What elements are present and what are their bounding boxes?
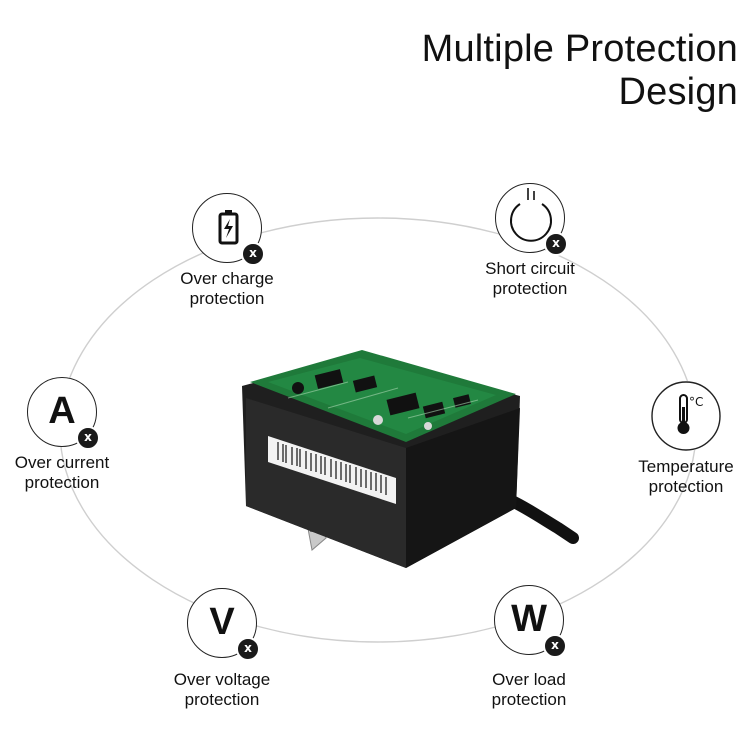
disabled-x-icon: x — [543, 634, 567, 658]
feature-short-circuit: x Short circuit protection — [450, 183, 610, 299]
feature-over-current: A x Over current protection — [0, 377, 142, 493]
feature-over-voltage: V x Over voltage protection — [142, 588, 302, 710]
feature-label: Short circuit protection — [450, 259, 610, 299]
feature-label: Over charge protection — [147, 269, 307, 309]
ampere-glyph: A — [48, 390, 76, 432]
label-line-1: Over voltage — [173, 670, 271, 689]
disabled-x-icon: x — [241, 242, 265, 266]
feature-over-charge: x Over charge protection — [147, 193, 307, 309]
battery-icon — [218, 210, 239, 245]
feature-label: Over load protection — [449, 670, 609, 710]
label-line-1: Short circuit — [485, 259, 575, 278]
celsius-unit: °C — [689, 395, 704, 409]
label-line-2: protection — [492, 279, 568, 298]
feature-label: Over voltage protection — [142, 670, 302, 710]
label-line-2: protection — [24, 473, 100, 492]
watt-icon: W x — [494, 585, 567, 658]
power-icon-circle: x — [495, 183, 568, 256]
disabled-x-icon: x — [76, 426, 100, 450]
battery-icon-circle: x — [192, 193, 265, 266]
disabled-x-icon: x — [236, 637, 260, 661]
volt-glyph: V — [209, 601, 235, 643]
label-line-2: protection — [184, 690, 260, 709]
label-line-1: Over charge — [180, 269, 274, 288]
feature-label: Temperature protection — [606, 457, 750, 497]
ampere-icon: A x — [27, 377, 100, 450]
disabled-x-icon: x — [544, 232, 568, 256]
volt-icon: V x — [187, 588, 260, 661]
label-line-2: protection — [648, 477, 724, 496]
label-line-2: protection — [491, 690, 567, 709]
title-line-2: Design — [618, 71, 738, 113]
feature-temperature: °C Temperature protection — [606, 381, 750, 497]
thermometer-icon-circle: °C — [651, 381, 721, 451]
feature-label: Over current protection — [0, 453, 142, 493]
thermometer-icon — [651, 381, 721, 451]
title-line-1: Multiple Protection — [421, 28, 738, 70]
label-line-1: Over current — [14, 453, 110, 472]
label-line-1: Temperature — [638, 457, 734, 476]
label-line-2: protection — [189, 289, 265, 308]
label-line-1: Over load — [492, 670, 566, 689]
feature-over-load: W x Over load protection — [449, 585, 609, 710]
watt-glyph: W — [511, 598, 547, 640]
power-icon — [510, 188, 552, 242]
page-title: Multiple Protection Design — [422, 28, 738, 114]
power-adapter-image — [242, 350, 579, 568]
